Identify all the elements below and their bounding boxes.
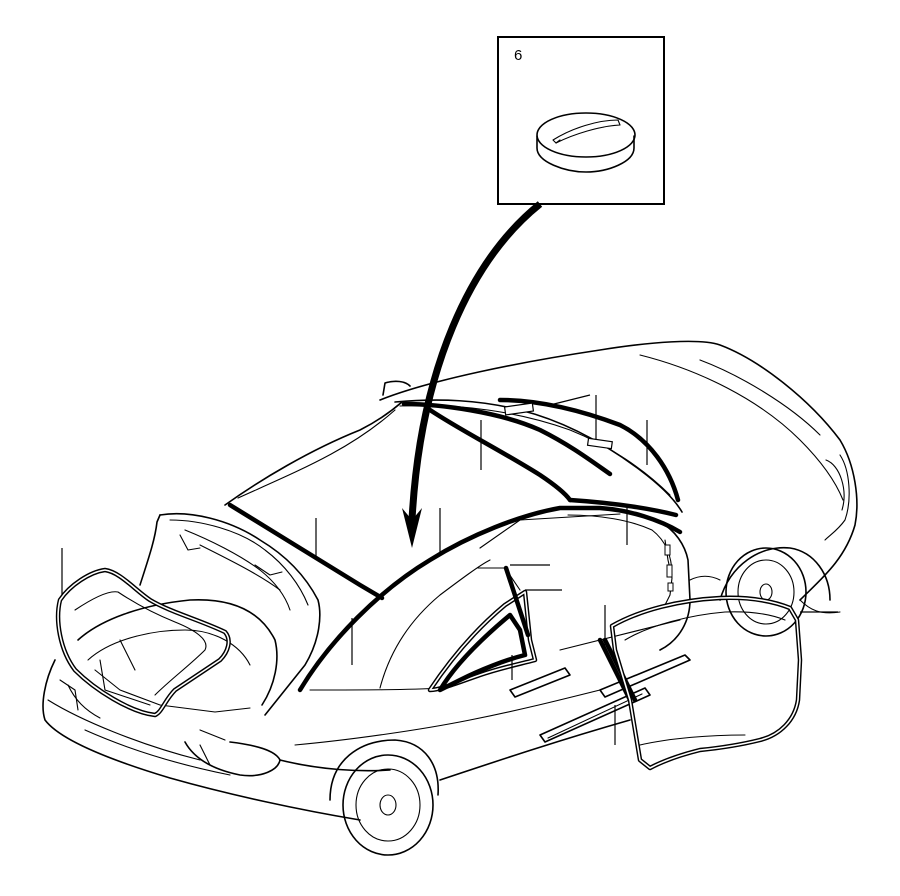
coupe-car-icon [42, 340, 858, 856]
leader-lines [61, 394, 838, 745]
round-plug-icon [536, 112, 636, 173]
front-wheel [719, 546, 831, 637]
door-panel [609, 595, 803, 771]
callout-number-6: 6 [514, 47, 522, 64]
pointer-arrow [402, 201, 543, 548]
rear-wheel [329, 739, 439, 856]
inset-detail: 6 [497, 36, 665, 205]
inset-frame [497, 36, 665, 205]
